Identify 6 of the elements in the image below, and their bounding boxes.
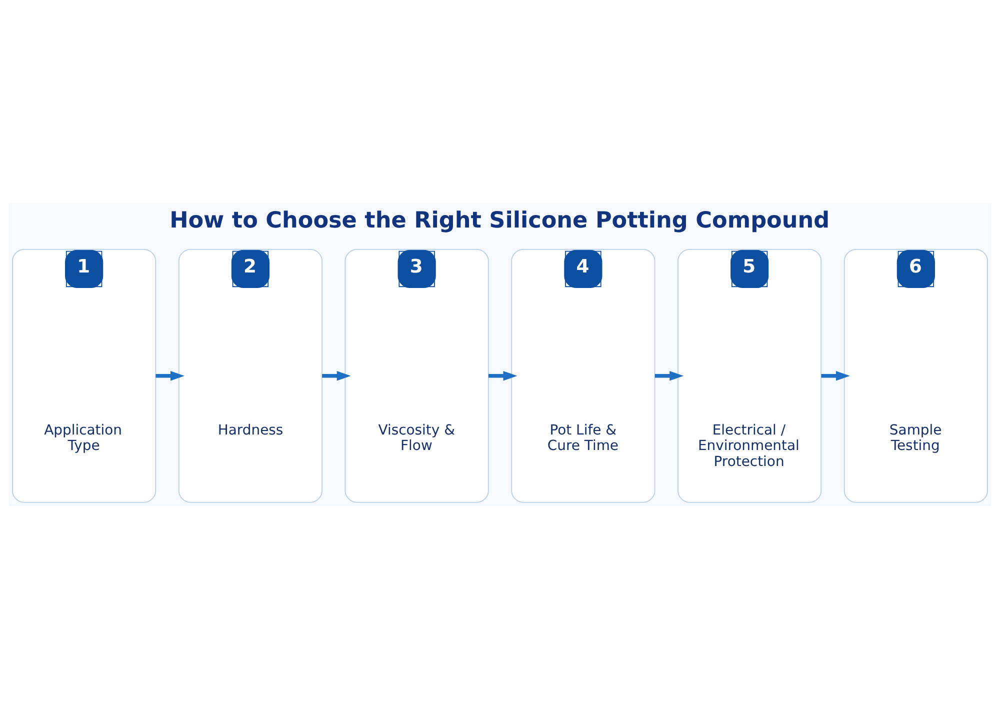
- diagram-title: How to Choose the Right Silicone Potting Compound: [170, 206, 830, 233]
- arrow: [156, 370, 184, 380]
- arrow: [821, 370, 850, 380]
- arrow: [322, 370, 351, 380]
- arrow: [654, 370, 684, 380]
- arrow: [488, 370, 518, 380]
